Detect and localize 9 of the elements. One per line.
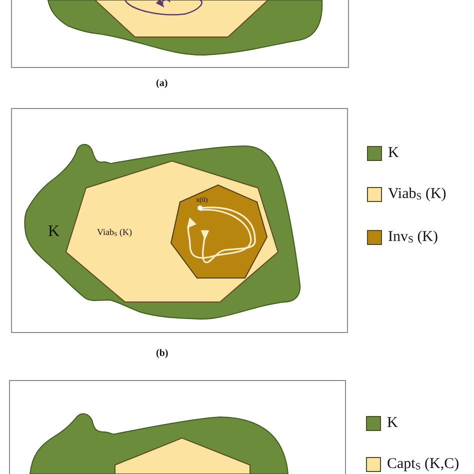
- panel-caption: (b): [156, 348, 168, 359]
- panel-caption: (a): [156, 78, 168, 89]
- legend-label: K: [388, 145, 399, 162]
- region-label: Viab$_{S}$ (K): [97, 228, 132, 239]
- legend-label: Inv$_{S}$ (K): [388, 229, 438, 246]
- region-label: K: [48, 224, 60, 240]
- legend-label: K: [387, 415, 398, 432]
- legend-label: Viab$_{S}$ (K): [388, 186, 446, 203]
- legend-label: Capt$_{S}$ (K,C): [387, 456, 460, 473]
